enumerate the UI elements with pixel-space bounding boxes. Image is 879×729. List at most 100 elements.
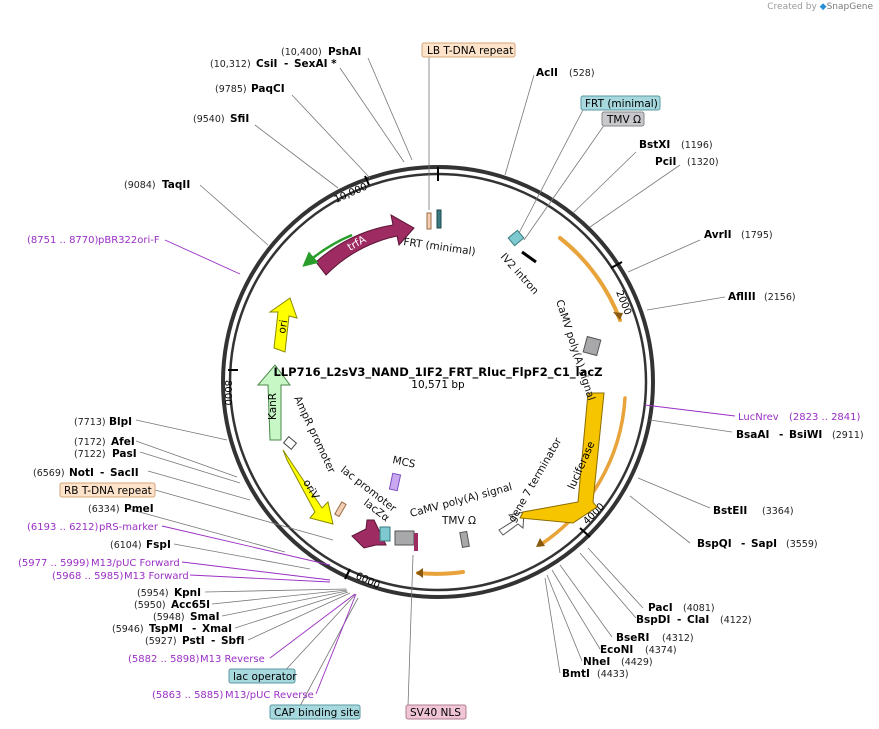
svg-text:M13 Forward: M13 Forward	[124, 571, 189, 582]
svg-text:(5948): (5948)	[153, 612, 185, 623]
credit-prefix: Created by	[767, 2, 817, 12]
svg-text:-: -	[779, 429, 783, 441]
enzyme-pshai[interactable]: (10,400)PshAI	[281, 46, 361, 58]
box-tmv1[interactable]: TMV Ω	[601, 111, 645, 127]
mcs-marker	[388, 472, 402, 492]
orange-arrowhead-1	[613, 312, 623, 320]
primer-m13puc[interactable]: (5977 .. 5999)M13/pUC Forward	[18, 558, 180, 569]
enzyme-paqci[interactable]: (9785)PaqCI	[215, 83, 285, 95]
enzyme-pasi[interactable]: (7122)PasI	[74, 448, 137, 460]
leader-lines	[124, 57, 733, 674]
enzyme-econi[interactable]: EcoNI (4374)	[600, 644, 677, 656]
enzyme-aflii[interactable]: AflIII(2156)	[728, 291, 796, 303]
primer-leaders	[161, 239, 736, 695]
box-lacop[interactable]: lac operator	[228, 668, 297, 684]
primer-m13pucr[interactable]: (5863 .. 5885)M13/pUC Reverse	[152, 690, 314, 701]
tmv2-label: TMV Ω	[441, 515, 476, 527]
box-lb[interactable]: LB T-DNA repeat	[421, 42, 516, 58]
enzyme-bspqi[interactable]: BspQI-SapI(3559)	[697, 538, 818, 550]
svg-text:(7172): (7172)	[74, 437, 106, 448]
svg-text:(2911): (2911)	[832, 430, 864, 441]
ori-arrow	[268, 297, 298, 353]
svg-text:XmaI: XmaI	[202, 623, 232, 635]
svg-text:(8751 .. 8770): (8751 .. 8770)	[27, 235, 99, 246]
enzyme-sfii[interactable]: (9540)SfiI	[193, 113, 249, 125]
primer-m13r[interactable]: (5882 .. 5898)M13 Reverse	[128, 654, 265, 665]
credit-brand: SnapGene	[826, 2, 873, 12]
svg-text:KpnI: KpnI	[174, 587, 201, 599]
svg-text:(3364): (3364)	[762, 506, 794, 517]
enzyme-tspmi[interactable]: (5946)TspMI-XmaI	[112, 623, 232, 635]
sv40-marker	[414, 533, 418, 551]
svg-text:(7122): (7122)	[74, 449, 106, 460]
svg-text:(6193 .. 6212): (6193 .. 6212)	[27, 522, 99, 533]
enzyme-noti[interactable]: (6569)NotI-SacII	[33, 467, 139, 479]
enzyme-bseri[interactable]: BseRI (4312)	[616, 632, 694, 644]
enzyme-bmti[interactable]: BmtI(4433)	[562, 668, 629, 680]
svg-text:EcoNI: EcoNI	[600, 644, 633, 656]
svg-text:(4081): (4081)	[683, 603, 715, 614]
enzyme-csii[interactable]: (10,312)CsiI-SexAI *	[210, 58, 337, 70]
enzyme-blpi[interactable]: (7713)BlpI	[74, 416, 132, 428]
green-arc	[302, 233, 353, 267]
enzyme-avrii[interactable]: AvrII(1795)	[704, 229, 773, 241]
svg-text:(4122): (4122)	[720, 615, 752, 626]
lac-operator-marker	[379, 526, 391, 542]
svg-text:ClaI: ClaI	[687, 614, 709, 626]
enzyme-bsteii[interactable]: BstEII(3364)	[713, 505, 794, 517]
frt-inner-label: FRT (minimal)	[403, 236, 477, 258]
enzyme-smai[interactable]: (5948)SmaI	[153, 611, 220, 623]
svg-text:(4312): (4312)	[662, 633, 694, 644]
primer-pbr322[interactable]: (8751 .. 8770)pBR322ori-F	[27, 235, 160, 246]
svg-text:(6104): (6104)	[110, 540, 142, 551]
enzyme-bstxi[interactable]: BstXI(1196)	[639, 139, 713, 151]
svg-text:(9785): (9785)	[215, 84, 247, 95]
box-sv40[interactable]: SV40 NLS	[405, 704, 467, 720]
enzyme-acc65i[interactable]: (5950)Acc65I	[134, 599, 210, 611]
tick-6000: 6000	[354, 571, 382, 592]
credit: Created by ◆SnapGene	[767, 2, 873, 12]
svg-text:(1196): (1196)	[681, 140, 713, 151]
svg-text:CsiI: CsiI	[256, 58, 277, 70]
ampr-promoter-marker	[282, 436, 298, 450]
box-rb[interactable]: RB T-DNA repeat	[59, 482, 156, 498]
svg-text:BseRI: BseRI	[616, 632, 649, 644]
svg-text:(5950): (5950)	[134, 600, 166, 611]
enzyme-taqii[interactable]: (9084)TaqII	[124, 179, 190, 191]
enzyme-paci[interactable]: PacI(4081)	[648, 602, 715, 614]
svg-text:AflIII: AflIII	[728, 291, 756, 303]
svg-text:SbfI: SbfI	[221, 635, 245, 647]
enzyme-afei[interactable]: (7172)AfeI	[74, 436, 135, 448]
svg-text:-: -	[677, 614, 681, 626]
tmv2-marker	[459, 530, 470, 548]
svg-text:BsiWI: BsiWI	[789, 429, 822, 441]
enzyme-bspdi[interactable]: BspDI-ClaI(4122)	[636, 614, 752, 626]
svg-text:PshAI: PshAI	[328, 46, 361, 58]
svg-text:(5882 .. 5898): (5882 .. 5898)	[128, 654, 200, 665]
svg-text:(5968 .. 5985): (5968 .. 5985)	[52, 571, 124, 582]
svg-text:(4374): (4374)	[645, 645, 677, 656]
primer-m13f[interactable]: (5968 .. 5985)M13 Forward	[52, 571, 189, 582]
primer-lucnrev[interactable]: LucNrev(2823 .. 2841)	[738, 412, 861, 423]
enzyme-bsaai[interactable]: BsaAI-BsiWI (2911)	[736, 429, 864, 441]
enzyme-fspi[interactable]: (6104)FspI	[110, 539, 171, 551]
kanr-label: KanR	[267, 393, 279, 420]
box-sv40-label: SV40 NLS	[410, 707, 461, 719]
frtmin-marker-right	[507, 229, 525, 247]
primer-prs[interactable]: (6193 .. 6212)pRS-marker	[27, 522, 159, 533]
enzyme-pcii[interactable]: PciI(1320)	[655, 156, 719, 168]
enzyme-acli[interactable]: AclI(528)	[536, 67, 595, 79]
svg-text:BsaAI: BsaAI	[736, 429, 769, 441]
svg-text:(1320): (1320)	[687, 157, 719, 168]
enzyme-pmei[interactable]: (6334)PmeI	[88, 503, 154, 515]
enzyme-kpni[interactable]: (5954)KpnI	[137, 587, 201, 599]
iv2-label: IV2 intron	[498, 251, 541, 297]
box-frtmin[interactable]: FRT (minimal)	[580, 95, 661, 111]
enzyme-nhei[interactable]: NheI(4429)	[583, 656, 653, 668]
lb-marker	[426, 212, 432, 230]
box-cap[interactable]: CAP binding site	[269, 704, 361, 720]
ticks	[228, 167, 623, 580]
svg-text:SfiI: SfiI	[230, 113, 249, 125]
enzyme-psti[interactable]: (5927)PstI-SbfI	[145, 635, 245, 647]
svg-text:(5863 .. 5885): (5863 .. 5885)	[152, 690, 224, 701]
